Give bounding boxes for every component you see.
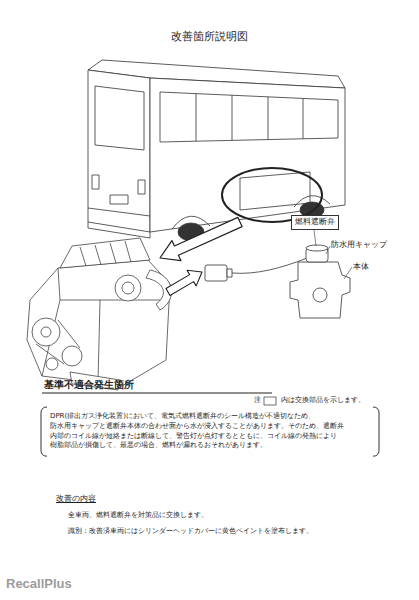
pulley — [41, 327, 51, 337]
part-name-box: 燃料遮断弁 — [291, 215, 339, 230]
body-text: 全車両、燃料遮断弁を対策品に交換します。 — [68, 511, 208, 520]
bus-side — [150, 78, 345, 232]
body-text: 識別：改善済車両にはシリンダーヘッドカバーに黄色ペイントを塗布します。 — [68, 527, 313, 536]
note-text: 内は交換部品を示します。 — [281, 396, 365, 404]
section-heading: 改善の内容 — [56, 494, 96, 503]
note-text: 注 — [254, 396, 261, 404]
section-heading: 基準不適合発生箇所 — [44, 379, 134, 391]
valve-body — [290, 262, 350, 318]
heading-underline — [42, 392, 272, 393]
tail-light — [92, 175, 99, 189]
engine-hatch — [240, 172, 310, 210]
bus-bumper — [88, 208, 150, 238]
window-pillar — [196, 94, 303, 141]
turbocharger — [115, 275, 141, 301]
license-plate — [110, 195, 128, 204]
pulley — [62, 346, 82, 366]
turbocharger — [122, 282, 134, 294]
part-name: 本体 — [353, 262, 369, 271]
leader-line — [314, 230, 352, 279]
highlight-circle — [222, 168, 322, 222]
harness-connector — [205, 265, 227, 281]
harness-connector — [227, 269, 232, 277]
pulley — [32, 318, 60, 346]
cover-ribs — [80, 241, 131, 266]
hollow-arrow — [160, 217, 242, 260]
part-name: 防水用キャップ — [331, 240, 387, 249]
node-text: DPR(排出ガス浄化装置)において、電気式燃料遮断弁のシール構造が不適切なため、… — [50, 412, 370, 451]
waterproof-cap — [306, 245, 328, 251]
bracket-line — [41, 407, 379, 456]
description-bracket: DPR(排出ガス浄化装置)において、電気式燃料遮断弁のシール構造が不適切なため、… — [40, 406, 380, 457]
block-lines — [42, 268, 166, 382]
node-text: 燃料遮断弁 — [295, 217, 335, 228]
bus-side-windows — [160, 92, 338, 142]
bus-rear — [88, 70, 150, 232]
pulley — [46, 358, 58, 370]
wire — [232, 258, 307, 273]
belt — [36, 320, 80, 364]
valve-port — [313, 288, 327, 302]
bus-rear-window — [95, 86, 144, 150]
hollow-arrow — [166, 270, 202, 295]
cylinder-head-cover — [60, 238, 150, 268]
note-square — [264, 397, 276, 405]
tail-light — [138, 180, 145, 194]
watermark: RecallPlus — [6, 576, 72, 592]
diagram-title: 改善箇所説明図 — [0, 30, 419, 44]
